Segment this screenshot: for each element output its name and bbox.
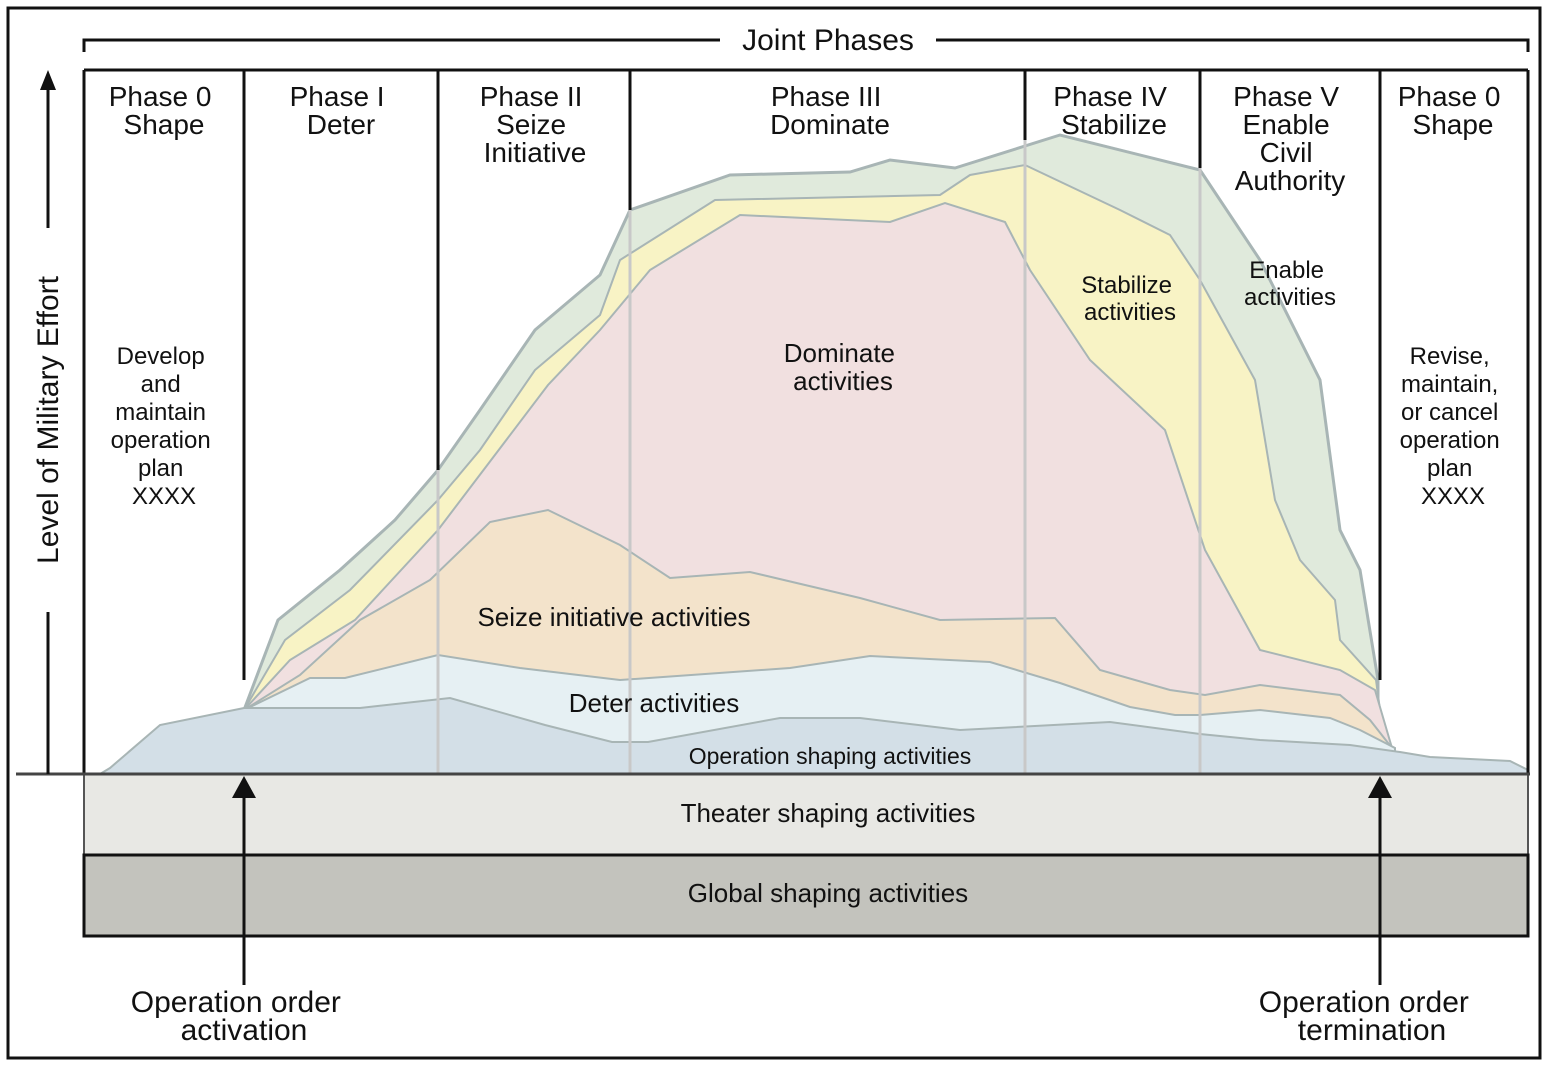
theater-shaping-label: Theater shaping activities: [681, 798, 976, 828]
effort-areas: [96, 133, 1529, 776]
phase-header-1: Phase I Deter: [290, 81, 393, 140]
joint-phases-bracket: [82, 38, 1530, 52]
operation-shaping-area: [96, 696, 1529, 775]
activation-label: Operation order activation: [131, 986, 349, 1047]
theater-band: [83, 773, 1529, 856]
operation-shaping-label: Operation shaping activities: [689, 743, 972, 769]
dominate-activities-label: Dominate activities: [784, 338, 903, 396]
phase-header-0-end: Phase 0 Shape: [1398, 81, 1509, 140]
enable-activities-label: Enable activities: [1244, 257, 1336, 311]
stabilize-activities-label: Stabilize activities: [1081, 272, 1178, 326]
y-axis-arrow: [40, 70, 56, 774]
termination-arrow: [1368, 776, 1392, 985]
termination-label: Operation order termination: [1259, 986, 1477, 1047]
phase-header-3: Phase III Dominate: [770, 81, 890, 140]
global-shaping-label: Global shaping activities: [688, 878, 968, 908]
phase-header-4: Phase IV Stabilize: [1053, 81, 1174, 140]
seize-activities-label: Seize initiative activities: [477, 602, 750, 632]
phase-header-2: Phase II Seize Initiative: [480, 81, 591, 168]
right-plan-note: Revise, maintain, or cancel operation pl…: [1400, 343, 1507, 510]
left-plan-note: Develop and maintain operation plan XXXX: [111, 343, 218, 510]
phase-header-0-start: Phase 0 Shape: [109, 81, 220, 140]
activation-arrow: [232, 776, 256, 985]
phase-header-5: Phase V Enable Civil Authority: [1233, 81, 1347, 196]
phase-dividers: [242, 70, 1382, 774]
deter-activities-label: Deter activities: [569, 688, 740, 718]
y-axis-label: Level of Military Effort: [32, 275, 65, 564]
global-band: [82, 853, 1530, 938]
joint-phases-title: Joint Phases: [742, 24, 914, 57]
